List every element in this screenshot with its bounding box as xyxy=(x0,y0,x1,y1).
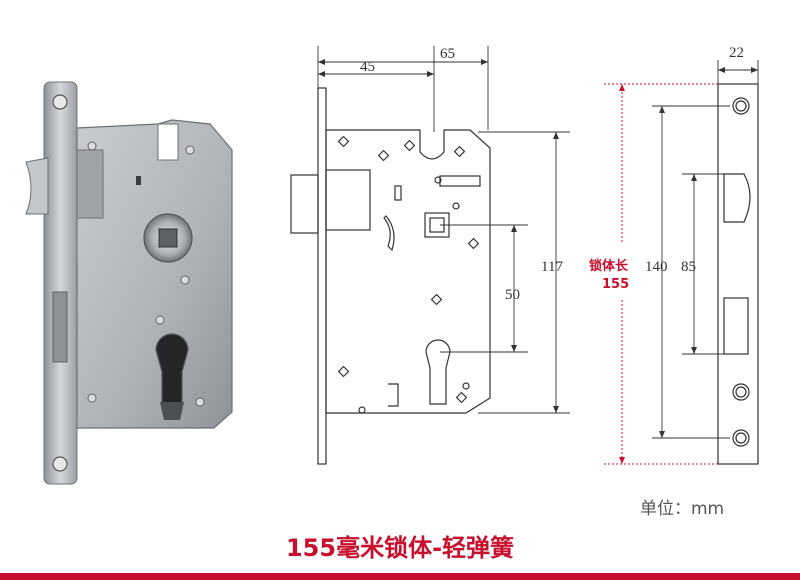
side-view-drawing xyxy=(290,46,570,465)
front-screw-hole-mid xyxy=(732,383,750,401)
side-small-slot xyxy=(394,185,402,201)
side-lower-cam xyxy=(388,383,399,407)
side-pin xyxy=(452,202,460,210)
photo-faceplate-screw-top xyxy=(52,94,68,110)
photo-strike-window xyxy=(52,291,68,363)
dim-arrows xyxy=(318,59,559,413)
photo-rivet xyxy=(87,393,97,403)
front-latch-window xyxy=(723,173,751,223)
side-rivet xyxy=(377,149,390,162)
side-latch-bolt xyxy=(290,174,319,234)
side-rivet xyxy=(467,237,480,250)
photo-latch-housing xyxy=(76,149,104,219)
dim-50-label: 50 xyxy=(505,287,520,303)
photo-rivet xyxy=(180,275,190,285)
dim-lines xyxy=(317,46,570,414)
photo-faceplate xyxy=(43,81,78,485)
unit-label: 单位：mm xyxy=(640,499,725,519)
side-rivet xyxy=(337,365,350,378)
photo-rivet xyxy=(185,145,195,155)
front-screw-hole-top-inner xyxy=(735,100,747,112)
photo-rivet xyxy=(87,141,97,151)
photo-rivet xyxy=(155,315,165,325)
dim-65-label: 65 xyxy=(440,46,455,62)
photo-rivet xyxy=(195,397,205,407)
dim-140-label: 140 xyxy=(645,259,668,275)
photo-lock-case xyxy=(76,119,233,429)
photo-cylinder-hole xyxy=(155,333,189,409)
side-case-outline xyxy=(325,129,491,414)
photo-case-notch xyxy=(157,123,179,161)
side-rivet xyxy=(430,293,443,306)
side-deadbolt-slot xyxy=(439,175,481,187)
side-pin xyxy=(358,406,366,414)
photo-spindle-square xyxy=(158,228,178,248)
front-screw-hole-bottom xyxy=(732,429,750,447)
front-screw-hole-top xyxy=(732,97,750,115)
front-screw-hole-mid-inner xyxy=(735,386,747,398)
product-caption: 155毫米锁体-轻弹簧 xyxy=(285,534,515,562)
bottom-accent-bar xyxy=(0,573,800,580)
side-latch-housing xyxy=(325,169,371,231)
side-rivet xyxy=(403,139,416,152)
side-cam-lever xyxy=(383,215,395,252)
body-length-dimension xyxy=(604,83,718,465)
dim-45-label: 45 xyxy=(360,59,375,75)
dim-117-label: 117 xyxy=(541,259,563,275)
front-screw-hole-bottom-inner xyxy=(735,432,747,444)
photo-cam xyxy=(160,402,184,420)
side-rivet xyxy=(455,391,468,404)
front-deadbolt-window xyxy=(723,297,749,355)
side-rivet xyxy=(337,135,350,148)
side-faceplate xyxy=(317,87,327,465)
photo-latch-bolt xyxy=(25,157,49,215)
lock-photo xyxy=(25,81,233,485)
body-length-label: 锁体长 xyxy=(589,258,629,274)
photo-faceplate-screw-bottom xyxy=(52,456,68,472)
side-rivet xyxy=(453,145,466,158)
dim-85-label: 85 xyxy=(681,259,696,275)
front-dim-arrows xyxy=(659,67,758,438)
dim-22-label: 22 xyxy=(729,45,744,61)
faceplate-front-drawing xyxy=(652,60,759,465)
front-faceplate xyxy=(717,83,759,465)
side-pin xyxy=(462,382,470,390)
body-length-value: 155 xyxy=(602,277,629,292)
front-dim-lines xyxy=(652,60,759,439)
side-pin xyxy=(434,176,442,184)
side-cylinder-hole xyxy=(425,339,451,405)
photo-slot xyxy=(136,176,141,185)
